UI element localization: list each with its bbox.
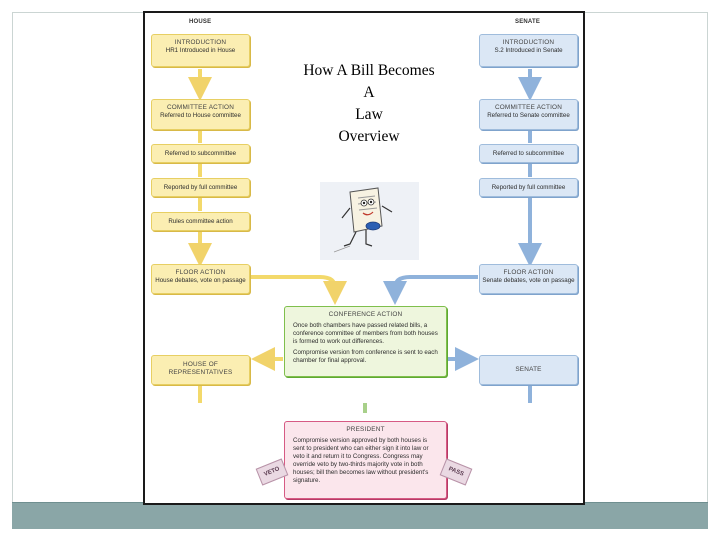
senate-committee-box: COMMITTEE ACTION Referred to Senate comm…	[479, 99, 578, 130]
senate-floor-text: Senate debates, vote on passage	[482, 277, 575, 284]
title-line: Law	[355, 106, 383, 123]
title-line: Overview	[338, 128, 400, 145]
house-introduction-box: INTRODUCTION HR1 Introduced in House	[151, 34, 250, 67]
house-final-box: HOUSE OF REPRESENTATIVES	[151, 355, 250, 385]
house-committee-title: COMMITTEE ACTION	[166, 104, 235, 111]
flow-arrows	[188, 69, 542, 413]
page-title: How A Bill Becomes A Law Overview	[280, 60, 458, 148]
senate-floor-title: FLOOR ACTION	[503, 269, 554, 276]
house-floor-text: House debates, vote on passage	[155, 277, 246, 284]
conference-action-box: CONFERENCE ACTION Once both chambers hav…	[284, 306, 447, 377]
bill-cartoon-icon	[320, 182, 419, 260]
senate-final-text: SENATE	[515, 366, 542, 373]
house-arrows	[188, 69, 347, 403]
house-final-line2: REPRESENTATIVES	[168, 369, 233, 376]
senate-arrows	[383, 69, 542, 403]
house-subcommittee-text: Referred to subcommittee	[164, 150, 237, 157]
house-intro-text: HR1 Introduced in House	[165, 47, 236, 54]
house-committee-box: COMMITTEE ACTION Referred to House commi…	[151, 99, 250, 130]
conference-title: CONFERENCE ACTION	[328, 311, 403, 318]
house-intro-title: INTRODUCTION	[174, 39, 227, 46]
house-column-header: HOUSE	[189, 19, 212, 25]
senate-committee-title: COMMITTEE ACTION	[494, 104, 563, 111]
senate-reported-text: Reported by full committee	[491, 184, 566, 191]
footer-bar	[12, 502, 708, 529]
house-rules-box: Rules committee action	[151, 212, 250, 231]
senate-reported-box: Reported by full committee	[479, 178, 578, 197]
conference-text-1: Once both chambers have passed related b…	[293, 322, 438, 345]
senate-intro-text: S.2 Introduced in Senate	[494, 47, 563, 54]
house-rules-text: Rules committee action	[168, 218, 233, 225]
senate-subcommittee-box: Referred to subcommittee	[479, 144, 578, 163]
house-subcommittee-box: Referred to subcommittee	[151, 144, 250, 163]
house-reported-text: Reported by full committee	[163, 184, 238, 191]
president-title: PRESIDENT	[346, 426, 385, 433]
house-final-line1: HOUSE OF	[183, 361, 218, 368]
senate-subcommittee-text: Referred to subcommittee	[492, 150, 565, 157]
house-committee-text: Referred to House committee	[160, 112, 241, 119]
title-line: A	[363, 84, 375, 101]
senate-intro-title: INTRODUCTION	[502, 39, 555, 46]
senate-column-header: SENATE	[515, 19, 541, 25]
house-floor-title: FLOOR ACTION	[175, 269, 226, 276]
president-box: PRESIDENT Compromise version approved by…	[284, 421, 447, 499]
conference-text-2: Compromise version from conference is se…	[293, 349, 438, 364]
house-floor-box: FLOOR ACTION House debates, vote on pass…	[151, 264, 250, 294]
title-line: How A Bill Becomes	[303, 62, 435, 79]
senate-introduction-box: INTRODUCTION S.2 Introduced in Senate	[479, 34, 578, 67]
flowchart-panel: HOUSE SENATE INTRODUCTION HR1 Introduced…	[143, 11, 585, 505]
senate-committee-text: Referred to Senate committee	[487, 112, 570, 119]
president-text: Compromise version approved by both hous…	[293, 437, 429, 484]
senate-final-box: SENATE	[479, 355, 578, 385]
senate-floor-box: FLOOR ACTION Senate debates, vote on pas…	[479, 264, 578, 294]
house-reported-box: Reported by full committee	[151, 178, 250, 197]
